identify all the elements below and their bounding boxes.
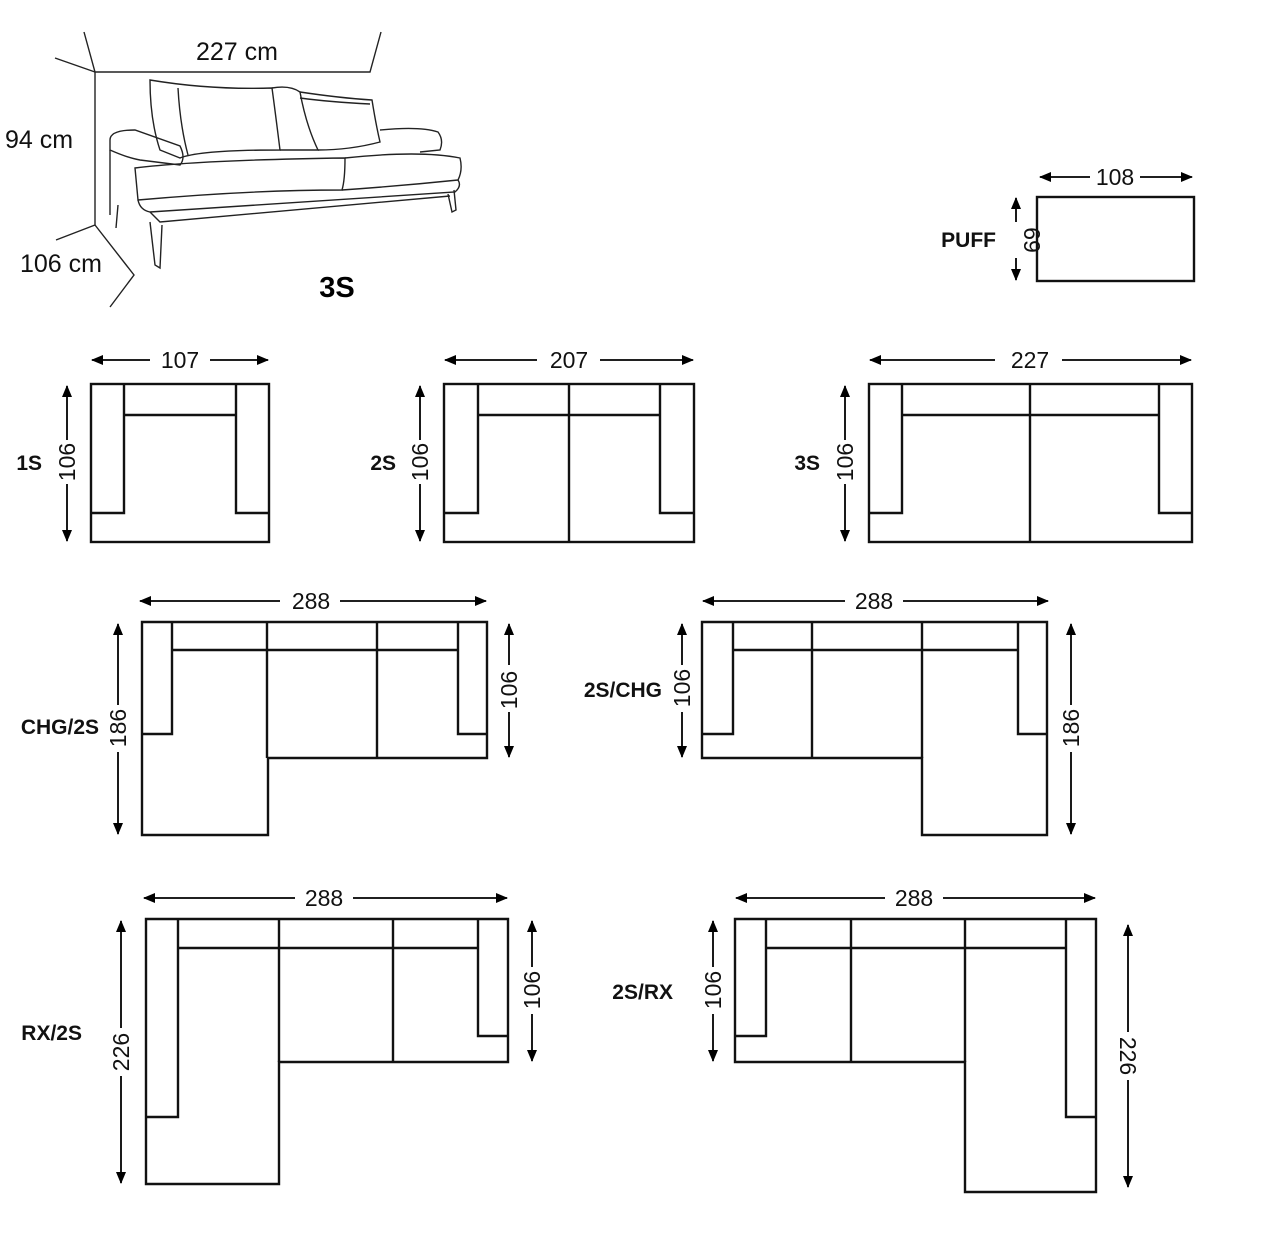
rx-2s-total-depth-dim: 226 [108, 1033, 134, 1071]
sketch-height-label: 94 cm [5, 126, 73, 154]
chg-2s-total-depth-dim: 186 [105, 709, 131, 747]
sofa-1s-label: 1S [16, 452, 42, 475]
chg-2s-width-dim: 288 [292, 588, 330, 614]
sofa-2s-chg-plan: 288 106 186 2S/CHG [584, 588, 1084, 837]
sofa-chg-2s-plan: 288 186 106 CHG/2S [21, 588, 522, 837]
2s-chg-seat-depth-dim: 106 [669, 669, 695, 707]
2s-chg-width-dim: 288 [855, 588, 893, 614]
sofa-2s-depth-dim: 106 [407, 443, 433, 481]
sofa-1s-depth-dim: 106 [54, 443, 80, 481]
sofa-1s-width-dim: 107 [161, 347, 199, 373]
2s-chg-label: 2S/CHG [584, 679, 662, 702]
sketch-depth-label: 106 cm [20, 250, 102, 278]
2s-chg-total-depth-dim: 186 [1058, 709, 1084, 747]
sofa-3s-label: 3S [794, 452, 820, 475]
puff-width-dim: 108 [1096, 164, 1134, 190]
puff-depth-dim: 69 [1019, 227, 1045, 253]
sofa-3s-plan: 227 106 3S [794, 347, 1194, 544]
puff-label: PUFF [941, 229, 996, 252]
rx-2s-seat-depth-dim: 106 [519, 971, 545, 1009]
sofa-2s-rx-plan: 288 106 226 2S/RX [612, 885, 1141, 1194]
chg-2s-seat-depth-dim: 106 [496, 671, 522, 709]
rx-2s-label: RX/2S [21, 1022, 82, 1045]
sofa-3s-depth-dim: 106 [832, 443, 858, 481]
2s-rx-total-depth-dim: 226 [1115, 1037, 1141, 1075]
rx-2s-width-dim: 288 [305, 885, 343, 911]
sketch-model-label: 3S [319, 272, 354, 304]
sofa-rx-2s-plan: 288 226 106 RX/2S [21, 885, 545, 1186]
sofa-2s-label: 2S [370, 452, 396, 475]
2s-rx-label: 2S/RX [612, 981, 673, 1004]
2s-rx-seat-depth-dim: 106 [700, 971, 726, 1009]
2s-rx-width-dim: 288 [895, 885, 933, 911]
sofa-2s-width-dim: 207 [550, 347, 588, 373]
sofa-1s-plan: 107 106 1S [16, 347, 271, 544]
puff-plan: 108 69 PUFF [941, 164, 1196, 283]
sofa-2s-plan: 207 106 2S [370, 347, 696, 544]
sketch-width-label: 227 cm [196, 38, 278, 66]
sofa-3s-width-dim: 227 [1011, 347, 1049, 373]
chg-2s-label: CHG/2S [21, 716, 99, 739]
sofa-perspective-sketch: 227 cm 94 cm 106 cm 3S [5, 31, 462, 308]
